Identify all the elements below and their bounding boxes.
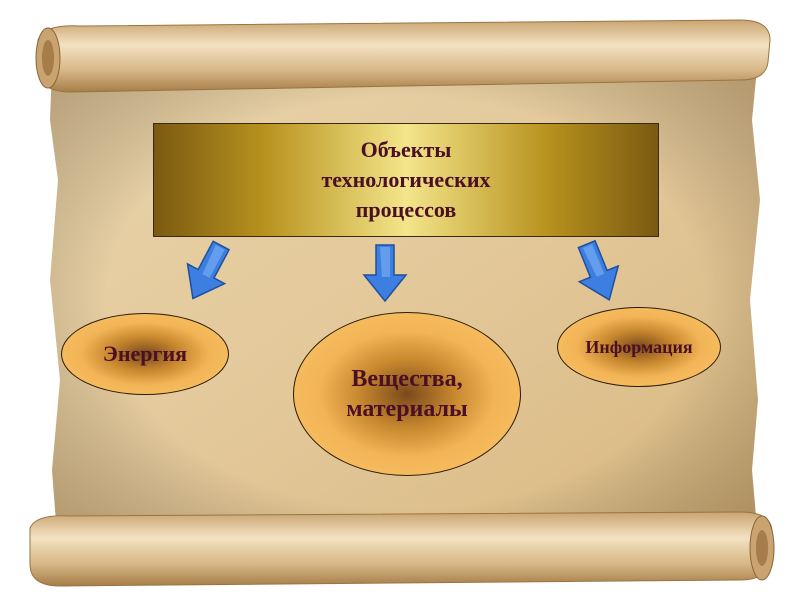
materials-label: Вещества, материалы (346, 366, 468, 422)
title-box: Объекты технологических процессов (153, 123, 659, 237)
energy-node: Энергия (61, 313, 229, 395)
information-node: Информация (557, 307, 721, 387)
energy-label: Энергия (102, 341, 188, 366)
scroll-top-roll (37, 19, 771, 93)
arrow-down-icon (362, 244, 408, 303)
materials-node: Вещества, материалы (293, 312, 521, 476)
title-label: Объекты технологических процессов (321, 137, 491, 222)
arrow-down-left-icon (186, 240, 231, 300)
information-label: Информация (585, 336, 693, 357)
arrow-down-right-icon (577, 240, 620, 301)
scroll-bottom-roll (29, 511, 773, 587)
